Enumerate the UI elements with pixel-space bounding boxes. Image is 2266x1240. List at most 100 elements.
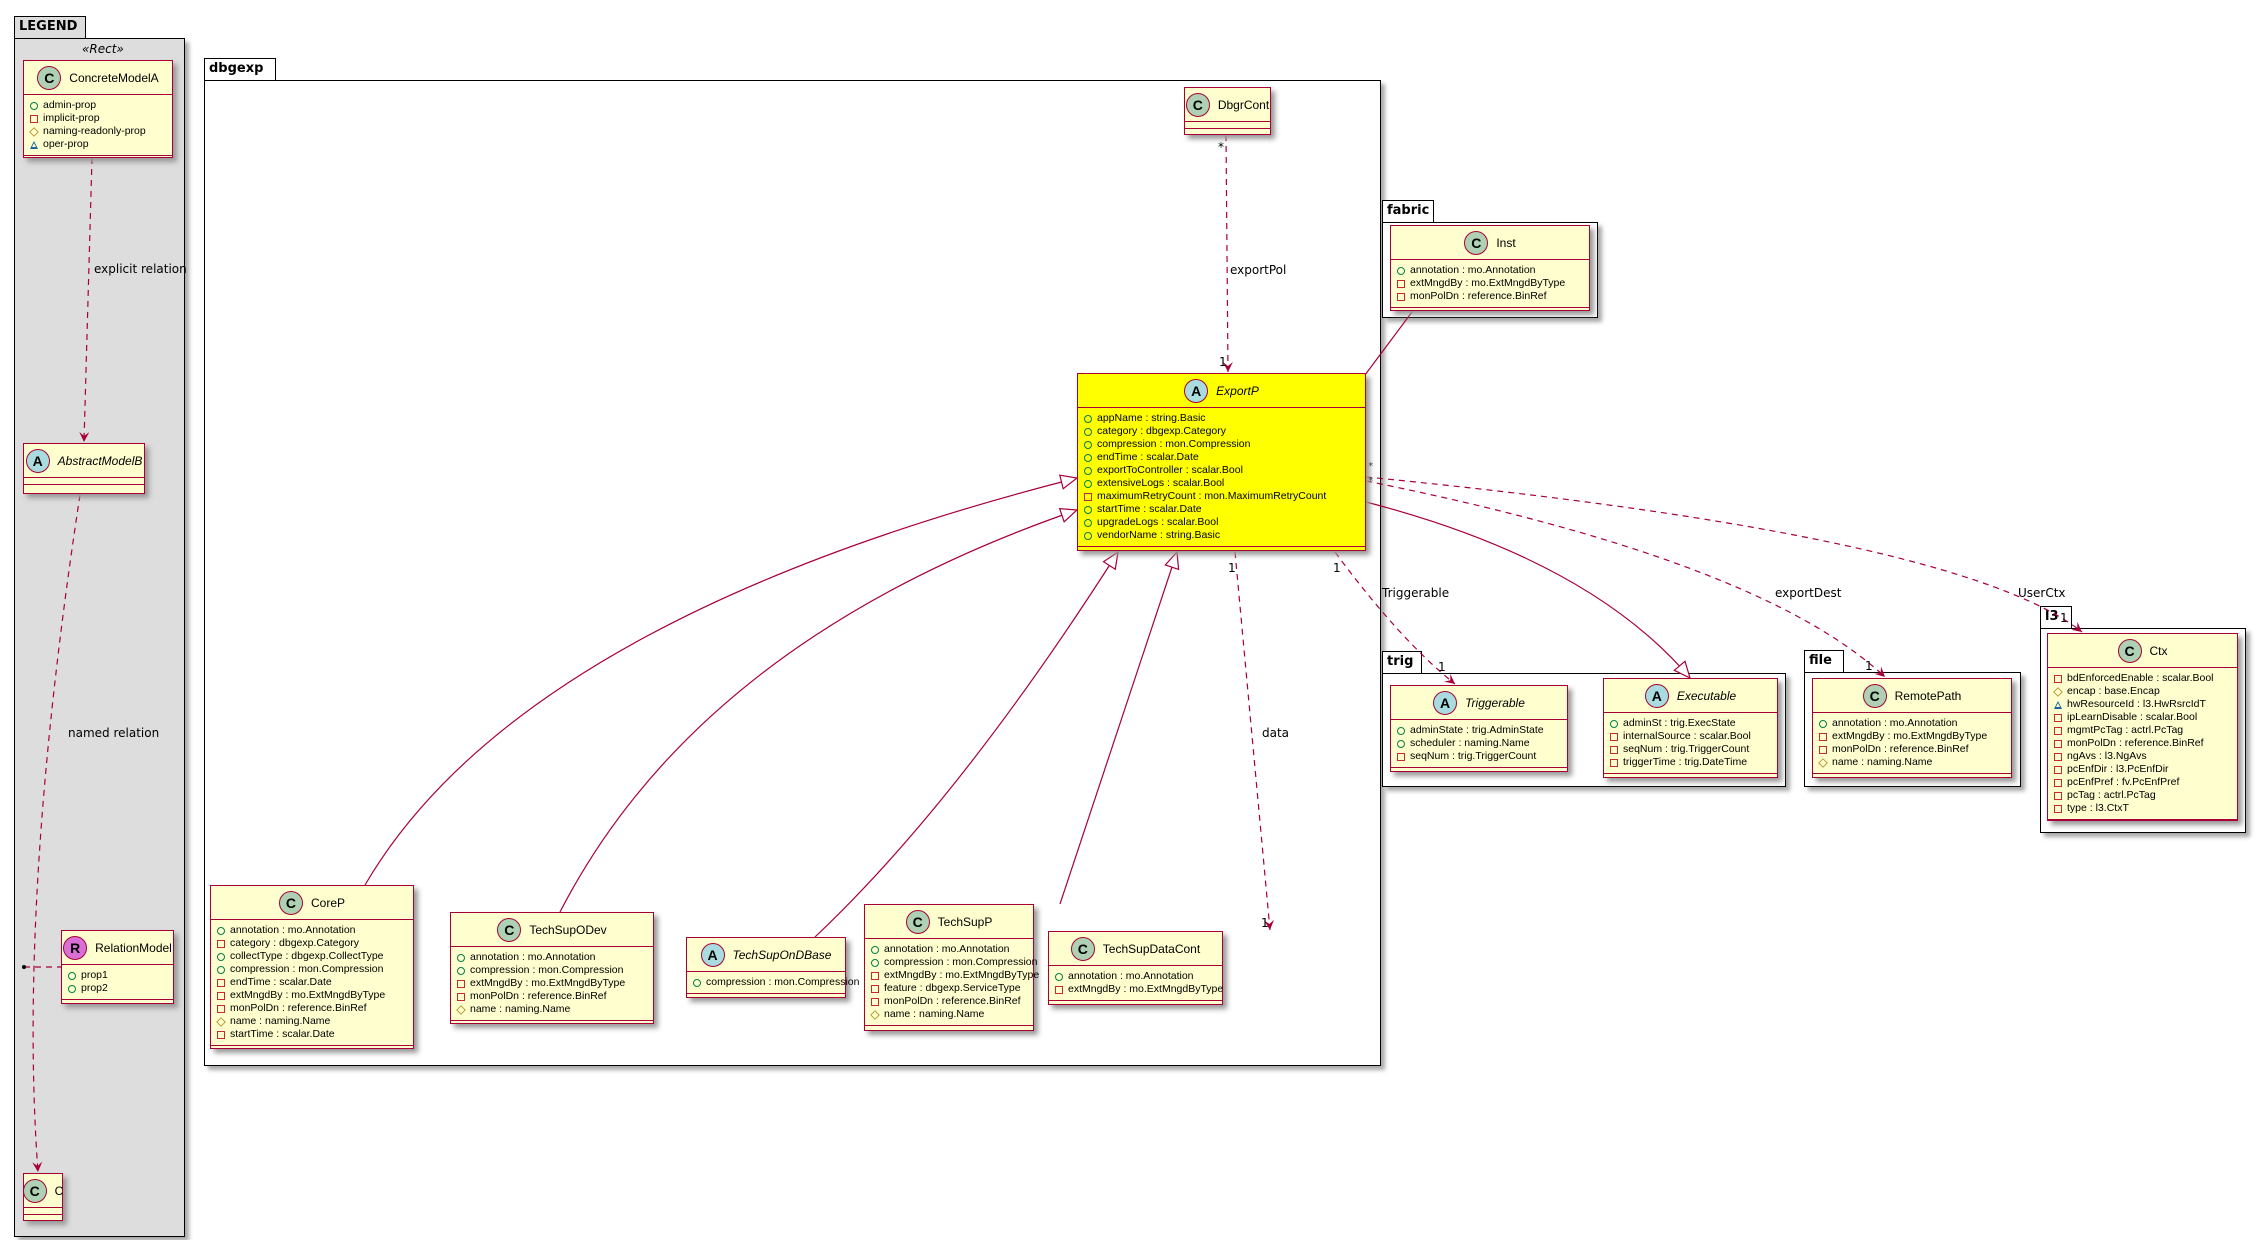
private-icon xyxy=(2054,674,2062,683)
attribute-text: category : dbgexp.Category xyxy=(1097,425,1226,437)
attribute-text: vendorName : string.Basic xyxy=(1097,529,1221,541)
attribute-row: annotation : mo.Annotation xyxy=(871,943,1029,956)
attribute-text: annotation : mo.Annotation xyxy=(1832,717,1958,729)
attribute-text: implicit-prop xyxy=(43,112,100,124)
attribute-row: seqNum : trig.TriggerCount xyxy=(1397,750,1563,763)
export-dest-from-mult: * xyxy=(1368,476,1373,487)
attribute-row: annotation : mo.Annotation xyxy=(1397,264,1585,277)
abstract-kind-icon: A xyxy=(700,942,725,967)
class-kind-icon: C xyxy=(37,65,62,90)
attribute-text: annotation : mo.Annotation xyxy=(1410,264,1536,276)
attribute-row: category : dbgexp.Category xyxy=(217,937,409,950)
attribute-row: maximumRetryCount : mon.MaximumRetryCoun… xyxy=(1084,490,1361,503)
private-icon xyxy=(871,997,879,1006)
private-icon xyxy=(2054,713,2062,722)
attribute-text: pcEnfPref : fv.PcEnfPref xyxy=(2067,776,2180,788)
attribute-row: extMngdBy : mo.ExtMngdByType xyxy=(1055,983,1223,996)
attribute-text: extMngdBy : mo.ExtMngdByType xyxy=(1410,277,1566,289)
private-icon xyxy=(2054,791,2062,800)
attribute-row: feature : dbgexp.ServiceType xyxy=(871,982,1029,995)
edge-techsupodev-generalization xyxy=(559,507,1079,913)
attribute-list xyxy=(24,1208,62,1215)
public-icon xyxy=(1084,518,1092,527)
public-icon xyxy=(693,978,701,987)
class-kind-icon: C xyxy=(1185,92,1210,117)
attribute-text: upgradeLogs : scalar.Bool xyxy=(1097,516,1219,528)
private-icon xyxy=(1610,732,1618,741)
private-icon xyxy=(1397,279,1405,288)
attribute-list: compression : mon.Compression xyxy=(687,972,859,994)
attribute-row: annotation : mo.Annotation xyxy=(457,951,649,964)
attribute-row: ipLearnDisable : scalar.Bool xyxy=(2054,711,2233,724)
edge-explicit-relation xyxy=(79,157,93,443)
attribute-row: compression : mon.Compression xyxy=(457,964,649,977)
edge-named-relation xyxy=(32,494,81,1173)
private-icon xyxy=(217,1030,225,1039)
public-icon xyxy=(1084,427,1092,436)
attribute-row: extensiveLogs : scalar.Bool xyxy=(1084,477,1361,490)
attribute-row: compression : mon.Compression xyxy=(1084,438,1361,451)
attribute-text: oper-prop xyxy=(43,138,89,150)
attribute-row: admin-prop xyxy=(30,99,168,112)
class-name: AbstractModelB xyxy=(57,453,143,468)
package-private-icon xyxy=(2054,700,2062,709)
private-icon xyxy=(457,979,465,988)
attribute-text: naming-readonly-prop xyxy=(43,125,146,137)
attribute-row: name : naming.Name xyxy=(456,1003,649,1016)
attribute-text: compression : mon.Compression xyxy=(1097,438,1251,450)
attribute-text: exportToController : scalar.Bool xyxy=(1097,464,1243,476)
attribute-text: name : naming.Name xyxy=(230,1015,331,1027)
attribute-text: monPolDn : reference.BinRef xyxy=(230,1002,367,1014)
attribute-row: name : naming.Name xyxy=(870,1008,1029,1021)
attribute-row: collectType : dbgexp.CollectType xyxy=(217,950,409,963)
attribute-row: extMngdBy : mo.ExtMngdByType xyxy=(217,989,409,1002)
private-icon xyxy=(871,984,879,993)
attribute-row: monPolDn : reference.BinRef xyxy=(1397,290,1585,303)
private-icon xyxy=(30,114,38,123)
package-tab-file: file xyxy=(1804,650,1844,673)
attribute-row: naming-readonly-prop xyxy=(29,125,168,138)
class-dbgr-cont[interactable]: C DbgrCont xyxy=(1184,87,1271,135)
attribute-text: monPolDn : reference.BinRef xyxy=(1410,290,1547,302)
association-point xyxy=(22,965,26,969)
class-name: DbgrCont xyxy=(1217,97,1270,112)
attribute-text: prop1 xyxy=(81,969,108,981)
public-icon xyxy=(1084,479,1092,488)
package-name: dbgexp xyxy=(209,61,264,76)
attribute-text: annotation : mo.Annotation xyxy=(1068,970,1194,982)
attribute-row: monPolDn : reference.BinRef xyxy=(217,1002,409,1015)
attribute-text: ngAvs : l3.NgAvs xyxy=(2067,750,2147,762)
private-icon xyxy=(1610,758,1618,767)
private-icon xyxy=(217,939,225,948)
attribute-row: compression : mon.Compression xyxy=(693,976,859,989)
package-name: fabric xyxy=(1387,203,1430,218)
attribute-row: adminSt : trig.ExecState xyxy=(1610,717,1773,730)
attribute-row: exportToController : scalar.Bool xyxy=(1084,464,1361,477)
attribute-row: scheduler : naming.Name xyxy=(1397,737,1563,750)
